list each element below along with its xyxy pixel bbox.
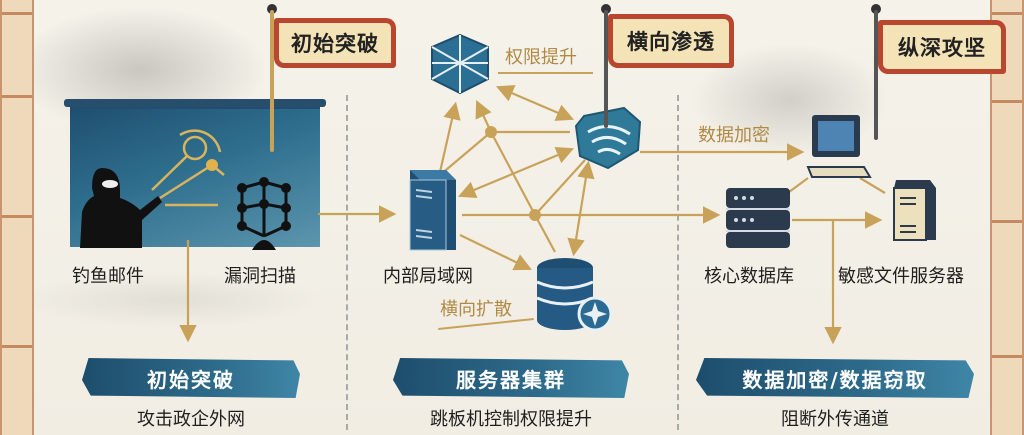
stage2-ribbon: 服务器集群 [393,358,629,398]
stage2-subtitle: 跳板机控制权限提升 [430,409,592,430]
desktop-computer-icon [806,115,872,178]
network-molecule-icon [237,177,291,250]
scroll-border-left [0,0,34,435]
label-lateral-spread: 横向扩散 [440,299,512,320]
privilege-underline [498,72,593,74]
stage3-subtitle: 阻断外传通道 [781,409,889,430]
stage-divider-2 [677,95,679,430]
stage1-subtitle: 攻击政企外网 [137,409,245,430]
hooded-hacker-icon [80,168,162,248]
junction-node-2 [529,209,541,221]
label-phishing: 钓鱼邮件 [72,266,144,287]
server-tower-icon [409,170,456,251]
label-sensitive-fs: 敏感文件服务器 [838,266,964,287]
server-rack-icon [726,188,790,248]
file-server-icon [893,180,936,241]
cube-mesh-icon [431,33,489,95]
stage3-flag-text: 纵深攻坚 [878,20,1006,74]
label-vuln-scan: 漏洞扫描 [224,266,296,287]
stage1-flag-text: 初始突破 [274,18,396,68]
label-lan: 内部局域网 [383,266,473,287]
label-data-encryption: 数据加密 [698,125,770,146]
pointer-graphic [151,129,225,207]
stage2-flag-text: 横向渗透 [608,14,734,68]
junction-node-1 [485,126,497,138]
stage-divider-1 [346,95,348,430]
label-core-db: 核心数据库 [704,266,794,287]
stage1-ribbon: 初始突破 [82,358,300,398]
label-privilege-escalation: 权限提升 [505,47,577,68]
stage3-ribbon: 数据加密/数据窃取 [696,358,974,398]
database-icon [536,258,613,332]
wifi-shield-icon [574,106,642,170]
